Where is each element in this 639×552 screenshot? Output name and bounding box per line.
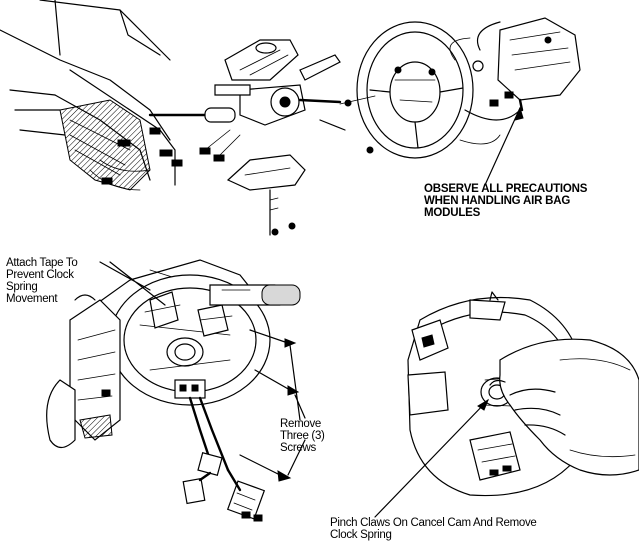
attach-tape-label: Attach Tape To Prevent Clock Spring Move… xyxy=(6,257,126,305)
attach-tape-line-2: Prevent Clock xyxy=(6,269,74,282)
attach-tape-line-3: Spring xyxy=(6,281,38,294)
air-bag-precautions-label: OBSERVE ALL PRECAUTIONS WHEN HANDLING AI… xyxy=(424,183,639,219)
attach-tape-line-1: Attach Tape To xyxy=(6,257,78,269)
remove-screws-label: Remove Three (3) Screws xyxy=(280,418,360,454)
pinch-leader-line xyxy=(374,399,489,518)
remove-screws-line-1: Remove xyxy=(280,418,322,430)
pinch-claws-label: Pinch Claws On Cancel Cam And Remove Clo… xyxy=(330,517,630,541)
remove-screws-line-3: Screws xyxy=(280,442,316,455)
steering-wheel xyxy=(339,21,474,159)
screws-leader-lines xyxy=(287,344,306,476)
precautions-arrowhead xyxy=(514,106,524,121)
turn-signal-switch-assembly xyxy=(199,54,352,162)
multifunction-switch-lever xyxy=(209,284,301,306)
pinch-arrowhead xyxy=(477,398,490,411)
hand xyxy=(489,338,639,476)
lower-column-shroud xyxy=(226,154,306,236)
precautions-line-3: MODULES xyxy=(424,207,481,220)
upper-column-shroud xyxy=(224,39,299,81)
attach-tape-line-4: Movement xyxy=(6,293,58,306)
precautions-line-1: OBSERVE ALL PRECAUTIONS xyxy=(424,183,588,195)
precautions-line-2: WHEN HANDLING AIR BAG xyxy=(424,195,571,208)
air-bag-module xyxy=(449,17,581,145)
screws xyxy=(239,329,300,482)
tape-leader-lines xyxy=(99,261,166,306)
precautions-leader-line xyxy=(484,107,521,186)
remove-screws-line-2: Three (3) xyxy=(280,430,325,443)
pinch-claws-line-2: Clock Spring xyxy=(330,529,392,542)
clock-spring-connector-harness xyxy=(174,379,266,522)
pinch-claws-line-1: Pinch Claws On Cancel Cam And Remove xyxy=(330,517,537,529)
left-switch-housing xyxy=(46,294,121,449)
dashboard-area xyxy=(0,0,236,191)
